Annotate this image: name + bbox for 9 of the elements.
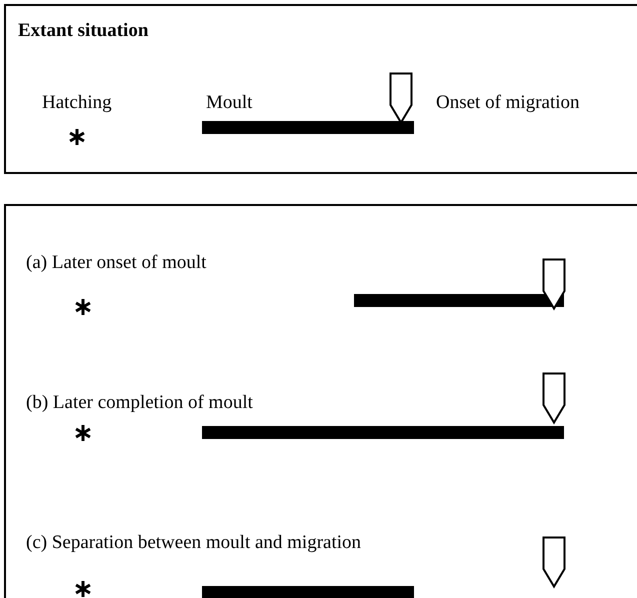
timeline-label: (a) Later onset of moult (26, 252, 206, 274)
timeline-label: Moult (206, 92, 252, 114)
panel-heading: Extant situation (18, 20, 148, 42)
timeline-label: Onset of migration (436, 92, 580, 114)
panel-frame (4, 4, 637, 174)
timeline-label: Hatching (42, 92, 112, 114)
timeline-label: (c) Separation between moult and migration (26, 532, 362, 554)
panel-frame (4, 204, 637, 598)
timeline-label: (b) Later completion of moult (26, 392, 253, 414)
